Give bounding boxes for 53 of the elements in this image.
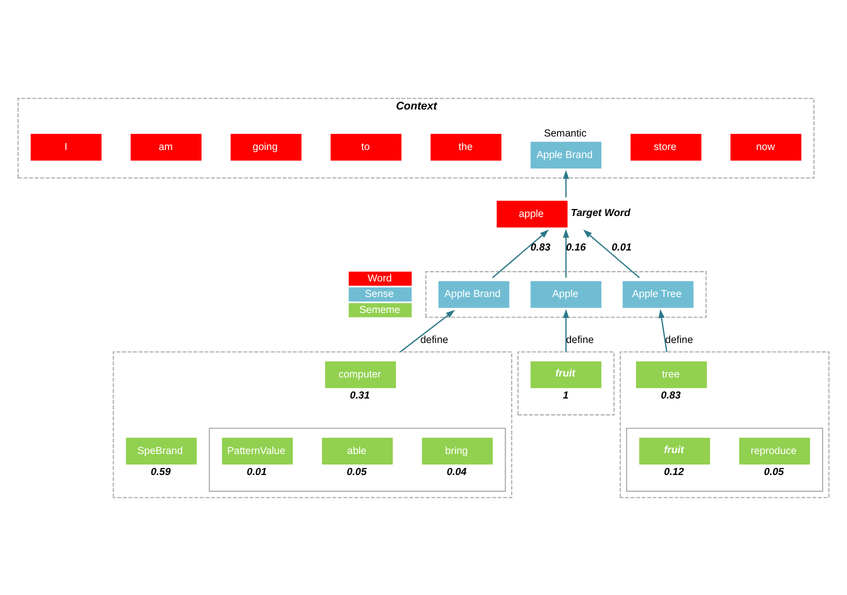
node-label: 1: [562, 390, 569, 402]
cluster: [626, 427, 824, 492]
edge-label: 0.01: [612, 242, 632, 254]
edge-label: 0.16: [566, 242, 586, 254]
cluster: [517, 350, 615, 415]
edge-label: define: [566, 334, 594, 346]
node-box: apple: [496, 200, 568, 228]
node-label: 0.12: [664, 466, 684, 478]
node-box: SpeBrand: [126, 437, 197, 464]
legend-label: Word: [368, 272, 392, 284]
arrow: [562, 228, 570, 278]
node-label: 0.05: [346, 466, 367, 478]
node-box: to: [330, 133, 402, 160]
arrow: [400, 309, 455, 352]
node-box: going: [230, 133, 302, 160]
node-label: 0.05: [764, 466, 784, 478]
node-label: 0.83: [660, 390, 681, 402]
node-box: Apple Brand: [438, 280, 510, 308]
node-box: now: [730, 133, 802, 160]
node-label: 0.31: [350, 390, 370, 402]
node-label: 0.59: [150, 466, 171, 478]
node-box: PatternValue: [222, 437, 293, 464]
node-box: am: [130, 133, 202, 160]
node-box: able: [322, 437, 393, 464]
node-box: Apple Brand: [530, 141, 602, 168]
edge-label: define: [665, 334, 694, 346]
arrow: [658, 308, 668, 352]
node-label: 0.04: [446, 466, 467, 478]
node-box: bring: [422, 437, 493, 464]
node-label: Target Word: [570, 208, 630, 219]
cluster: [208, 427, 506, 492]
node-box: Apple: [530, 280, 602, 308]
legend-label: Sense: [364, 288, 394, 300]
arrow: [492, 229, 549, 278]
legend-label: Sememe: [359, 304, 400, 316]
edge-label: 0.83: [530, 242, 550, 254]
node-box: computer: [325, 360, 396, 388]
arrow: [562, 308, 570, 352]
node-box: fruit: [639, 437, 710, 464]
arrow: [562, 170, 570, 197]
node-box: fruit: [530, 360, 602, 388]
node-box: I: [30, 133, 102, 160]
cluster: [112, 350, 512, 498]
node-box: Apple Tree: [622, 280, 694, 308]
cluster: [620, 350, 830, 498]
node-label: 0.01: [246, 466, 267, 478]
node-box: reproduce: [739, 437, 810, 464]
node-box: the: [430, 133, 502, 160]
node-label: Semantic: [544, 128, 587, 140]
edge-label: define: [420, 334, 448, 346]
node-box: tree: [636, 360, 707, 388]
node-box: store: [630, 133, 702, 160]
arrow: [583, 229, 640, 278]
